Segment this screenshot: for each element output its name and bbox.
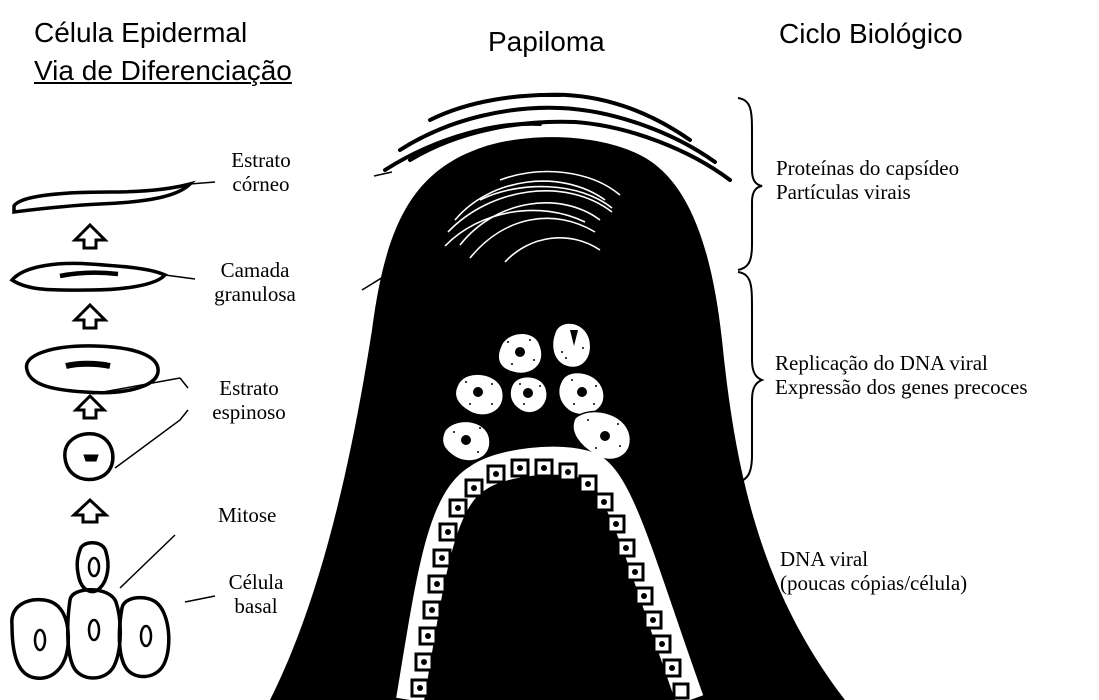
mitosis-cell: [77, 543, 108, 592]
label-granulosa: Camada granulosa: [200, 258, 310, 306]
basal-cell-left: [12, 600, 68, 679]
label-cycle-top-line1: Proteínas do capsídeo: [776, 156, 959, 180]
label-cycle-bottom-line2: (poucas cópias/célula): [780, 571, 967, 595]
left-subtitle: Via de Diferenciação: [34, 55, 292, 87]
basal-cell-center: [68, 590, 121, 678]
right-title: Ciclo Biológico: [779, 18, 963, 50]
label-espinoso: Estrato espinoso: [204, 376, 294, 424]
label-basal-line1: Célula: [224, 570, 288, 594]
label-granulosa-line1: Camada: [200, 258, 310, 282]
basal-cell-right: [119, 598, 168, 677]
up-arrow-3: [76, 396, 104, 418]
granular-cell: [12, 263, 165, 290]
label-cycle-bottom: DNA viral (poucas cópias/célula): [780, 547, 967, 595]
label-corneo: Estrato córneo: [226, 148, 296, 196]
up-arrow-1: [75, 225, 105, 248]
label-granulosa-line2: granulosa: [200, 282, 310, 306]
label-cycle-bottom-line1: DNA viral: [780, 547, 967, 571]
label-cycle-middle-line1: Replicação do DNA viral: [775, 351, 1028, 375]
label-cycle-top-line2: Partículas virais: [776, 180, 959, 204]
brace-capsid: [738, 98, 762, 270]
label-espinoso-line1: Estrato: [204, 376, 294, 400]
label-cycle-middle: Replicação do DNA viral Expressão dos ge…: [775, 351, 1028, 399]
corneum-cell: [14, 184, 190, 212]
up-arrow-4: [74, 500, 106, 522]
label-corneo-line1: Estrato: [226, 148, 296, 172]
brace-replication: [738, 272, 762, 482]
differentiation-pathway: [12, 182, 215, 678]
label-corneo-line2: córneo: [226, 172, 296, 196]
label-cycle-top: Proteínas do capsídeo Partículas virais: [776, 156, 959, 204]
label-mitose: Mitose: [218, 503, 276, 527]
left-title: Célula Epidermal: [34, 17, 247, 49]
up-arrow-2: [75, 305, 105, 328]
label-espinoso-line2: espinoso: [204, 400, 294, 424]
papilloma-body: [270, 137, 845, 700]
label-basal: Célula basal: [224, 570, 288, 618]
center-title: Papiloma: [488, 26, 605, 58]
label-basal-line2: basal: [224, 594, 288, 618]
label-cycle-middle-line2: Expressão dos genes precoces: [775, 375, 1028, 399]
